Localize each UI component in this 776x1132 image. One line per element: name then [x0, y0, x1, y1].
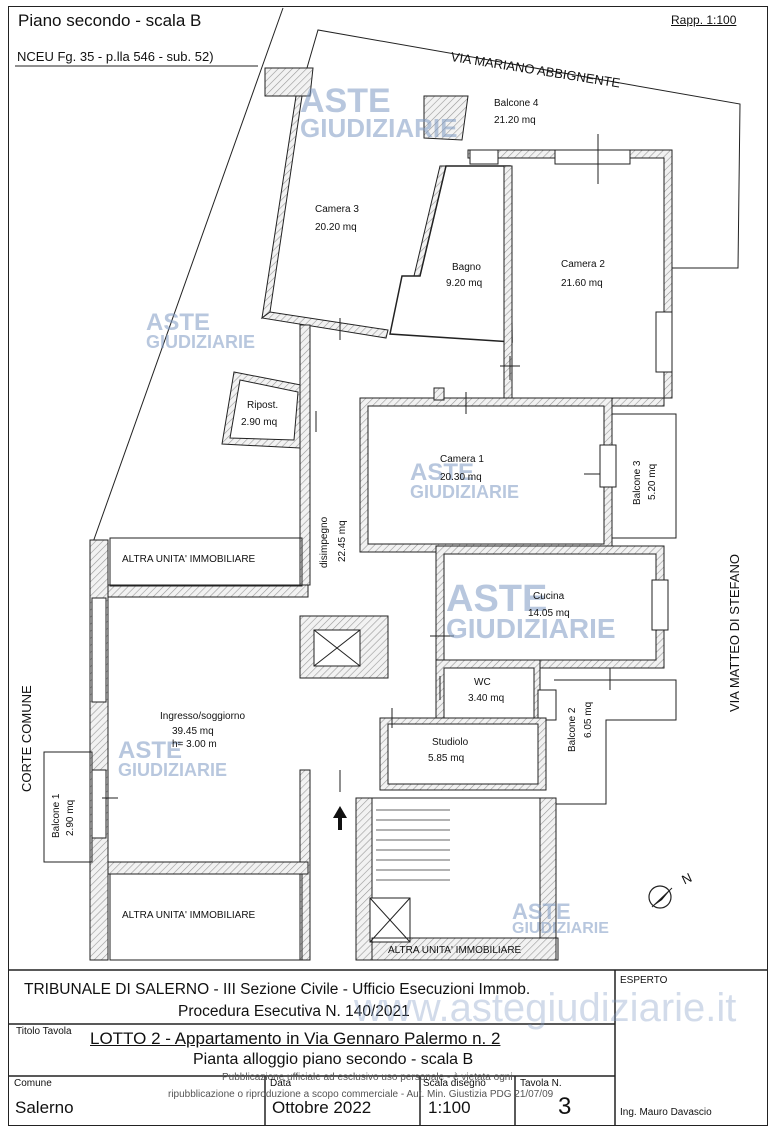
elevator-shaft [299, 615, 389, 679]
stair-steps [376, 809, 450, 881]
ingresso-height: h= 3.00 m [172, 739, 217, 750]
title-block [8, 969, 768, 1126]
balcone4-name: Balcone 4 [494, 98, 539, 109]
balcone2-outline [554, 679, 677, 805]
camera3-area: 20.20 mq [315, 222, 357, 233]
data-value: Ottobre 2022 [272, 1098, 372, 1117]
cadastral-reference: NCEU Fg. 35 - p.lla 546 - sub. 52) [17, 49, 214, 64]
camera2-area: 21.60 mq [561, 278, 603, 289]
disimpegno-area: 22.45 mq [337, 520, 348, 562]
camera1-name: Camera 1 [440, 454, 484, 465]
scala-label: Scala disegno [423, 1078, 486, 1089]
drawing-scale: Rapp. 1:100 [671, 13, 737, 27]
balcone3-outline [611, 413, 677, 539]
comune-label: Comune [14, 1078, 52, 1089]
altra-box-2 [109, 873, 303, 961]
tavola-value: 3 [558, 1093, 572, 1120]
ripost-name: Ripost. [247, 400, 279, 411]
balcone2-area: 6.05 mq [583, 701, 594, 738]
studiolo-name: Studiolo [432, 737, 469, 748]
street-east: VIA MATTEO DI STEFANO [727, 554, 742, 712]
disimpegno-name: disimpegno [319, 516, 330, 568]
boundary-line [91, 7, 284, 546]
wc-area: 3.40 mq [468, 693, 505, 704]
court-line: TRIBUNALE DI SALERNO - III Sezione Civil… [24, 981, 531, 998]
camera2-walls [467, 149, 673, 407]
balcone2-door [537, 689, 557, 721]
page-title: Piano secondo - scala B [18, 11, 202, 30]
notice-line-2: ripubblicazione o riproduzione a scopo c… [168, 1089, 554, 1100]
cucina-walls [435, 545, 669, 669]
wc-name: WC [474, 677, 491, 688]
camera3-name: Camera 3 [315, 204, 359, 215]
ingresso-area: 39.45 mq [172, 726, 214, 737]
altra-box-1 [109, 537, 303, 587]
balcone1-area: 2.90 mq [65, 799, 76, 836]
balcone3-area: 5.20 mq [647, 463, 658, 500]
ripost-area: 2.90 mq [241, 417, 278, 428]
door-symbols [102, 134, 611, 799]
camera3-walls [260, 67, 469, 339]
ingresso-walls [89, 539, 309, 961]
altra-unita-3: ALTRA UNITA' IMMOBILIARE [388, 945, 522, 956]
camera2-name: Camera 2 [561, 259, 605, 270]
pianta-title: Pianta alloggio piano secondo - scala B [193, 1051, 474, 1068]
camera1-area: 20.30 mq [440, 472, 482, 483]
cucina-area: 14.05 mq [528, 608, 570, 619]
balcone3-name: Balcone 3 [632, 460, 643, 505]
balcone3-door [599, 444, 617, 488]
ripost-interior [229, 379, 299, 441]
entrance-arrow-icon [333, 806, 347, 830]
compass-icon [648, 885, 673, 909]
staircase [355, 797, 557, 961]
altra-unita-1: ALTRA UNITA' IMMOBILIARE [122, 554, 256, 565]
drawing-frame [8, 6, 768, 1126]
altra-box-3 [371, 937, 559, 961]
street-west: CORTE COMUNE [19, 685, 34, 792]
cucina-name: Cucina [533, 591, 565, 602]
balcone1-name: Balcone 1 [51, 793, 62, 838]
balcone4-outline [299, 29, 741, 269]
wc-walls [435, 659, 541, 725]
ingresso-name: Ingresso/soggiorno [160, 711, 246, 722]
studiolo-area: 5.85 mq [428, 753, 465, 764]
procedure-line: Procedura Esecutiva N. 140/2021 [178, 1003, 410, 1020]
balcone2-name: Balcone 2 [567, 707, 578, 752]
bagno-area: 9.20 mq [446, 278, 483, 289]
balcone1-outline [43, 751, 93, 863]
studiolo-walls [379, 717, 547, 791]
comune-value: Salerno [15, 1098, 74, 1117]
watermark-url: www.astegiudiziarie.it [354, 986, 737, 1030]
bagno-name: Bagno [452, 262, 481, 273]
bagno-walls [389, 165, 513, 343]
scala-value: 1:100 [428, 1098, 471, 1117]
esperto-label: ESPERTO [620, 975, 668, 986]
titolo-tavola-label: Titolo Tavola [16, 1026, 72, 1037]
notice-line-1: Pubblicazione ufficiale ad esclusivo uso… [222, 1072, 513, 1083]
lotto-title: LOTTO 2 - Appartamento in Via Gennaro Pa… [90, 1029, 501, 1048]
balcone4-area: 21.20 mq [494, 115, 536, 126]
engineer-name: Ing. Mauro Davascio [620, 1107, 712, 1118]
data-label: Data [270, 1078, 292, 1089]
tavola-label: Tavola N. [520, 1078, 562, 1089]
altra-unita-2: ALTRA UNITA' IMMOBILIARE [122, 910, 256, 921]
